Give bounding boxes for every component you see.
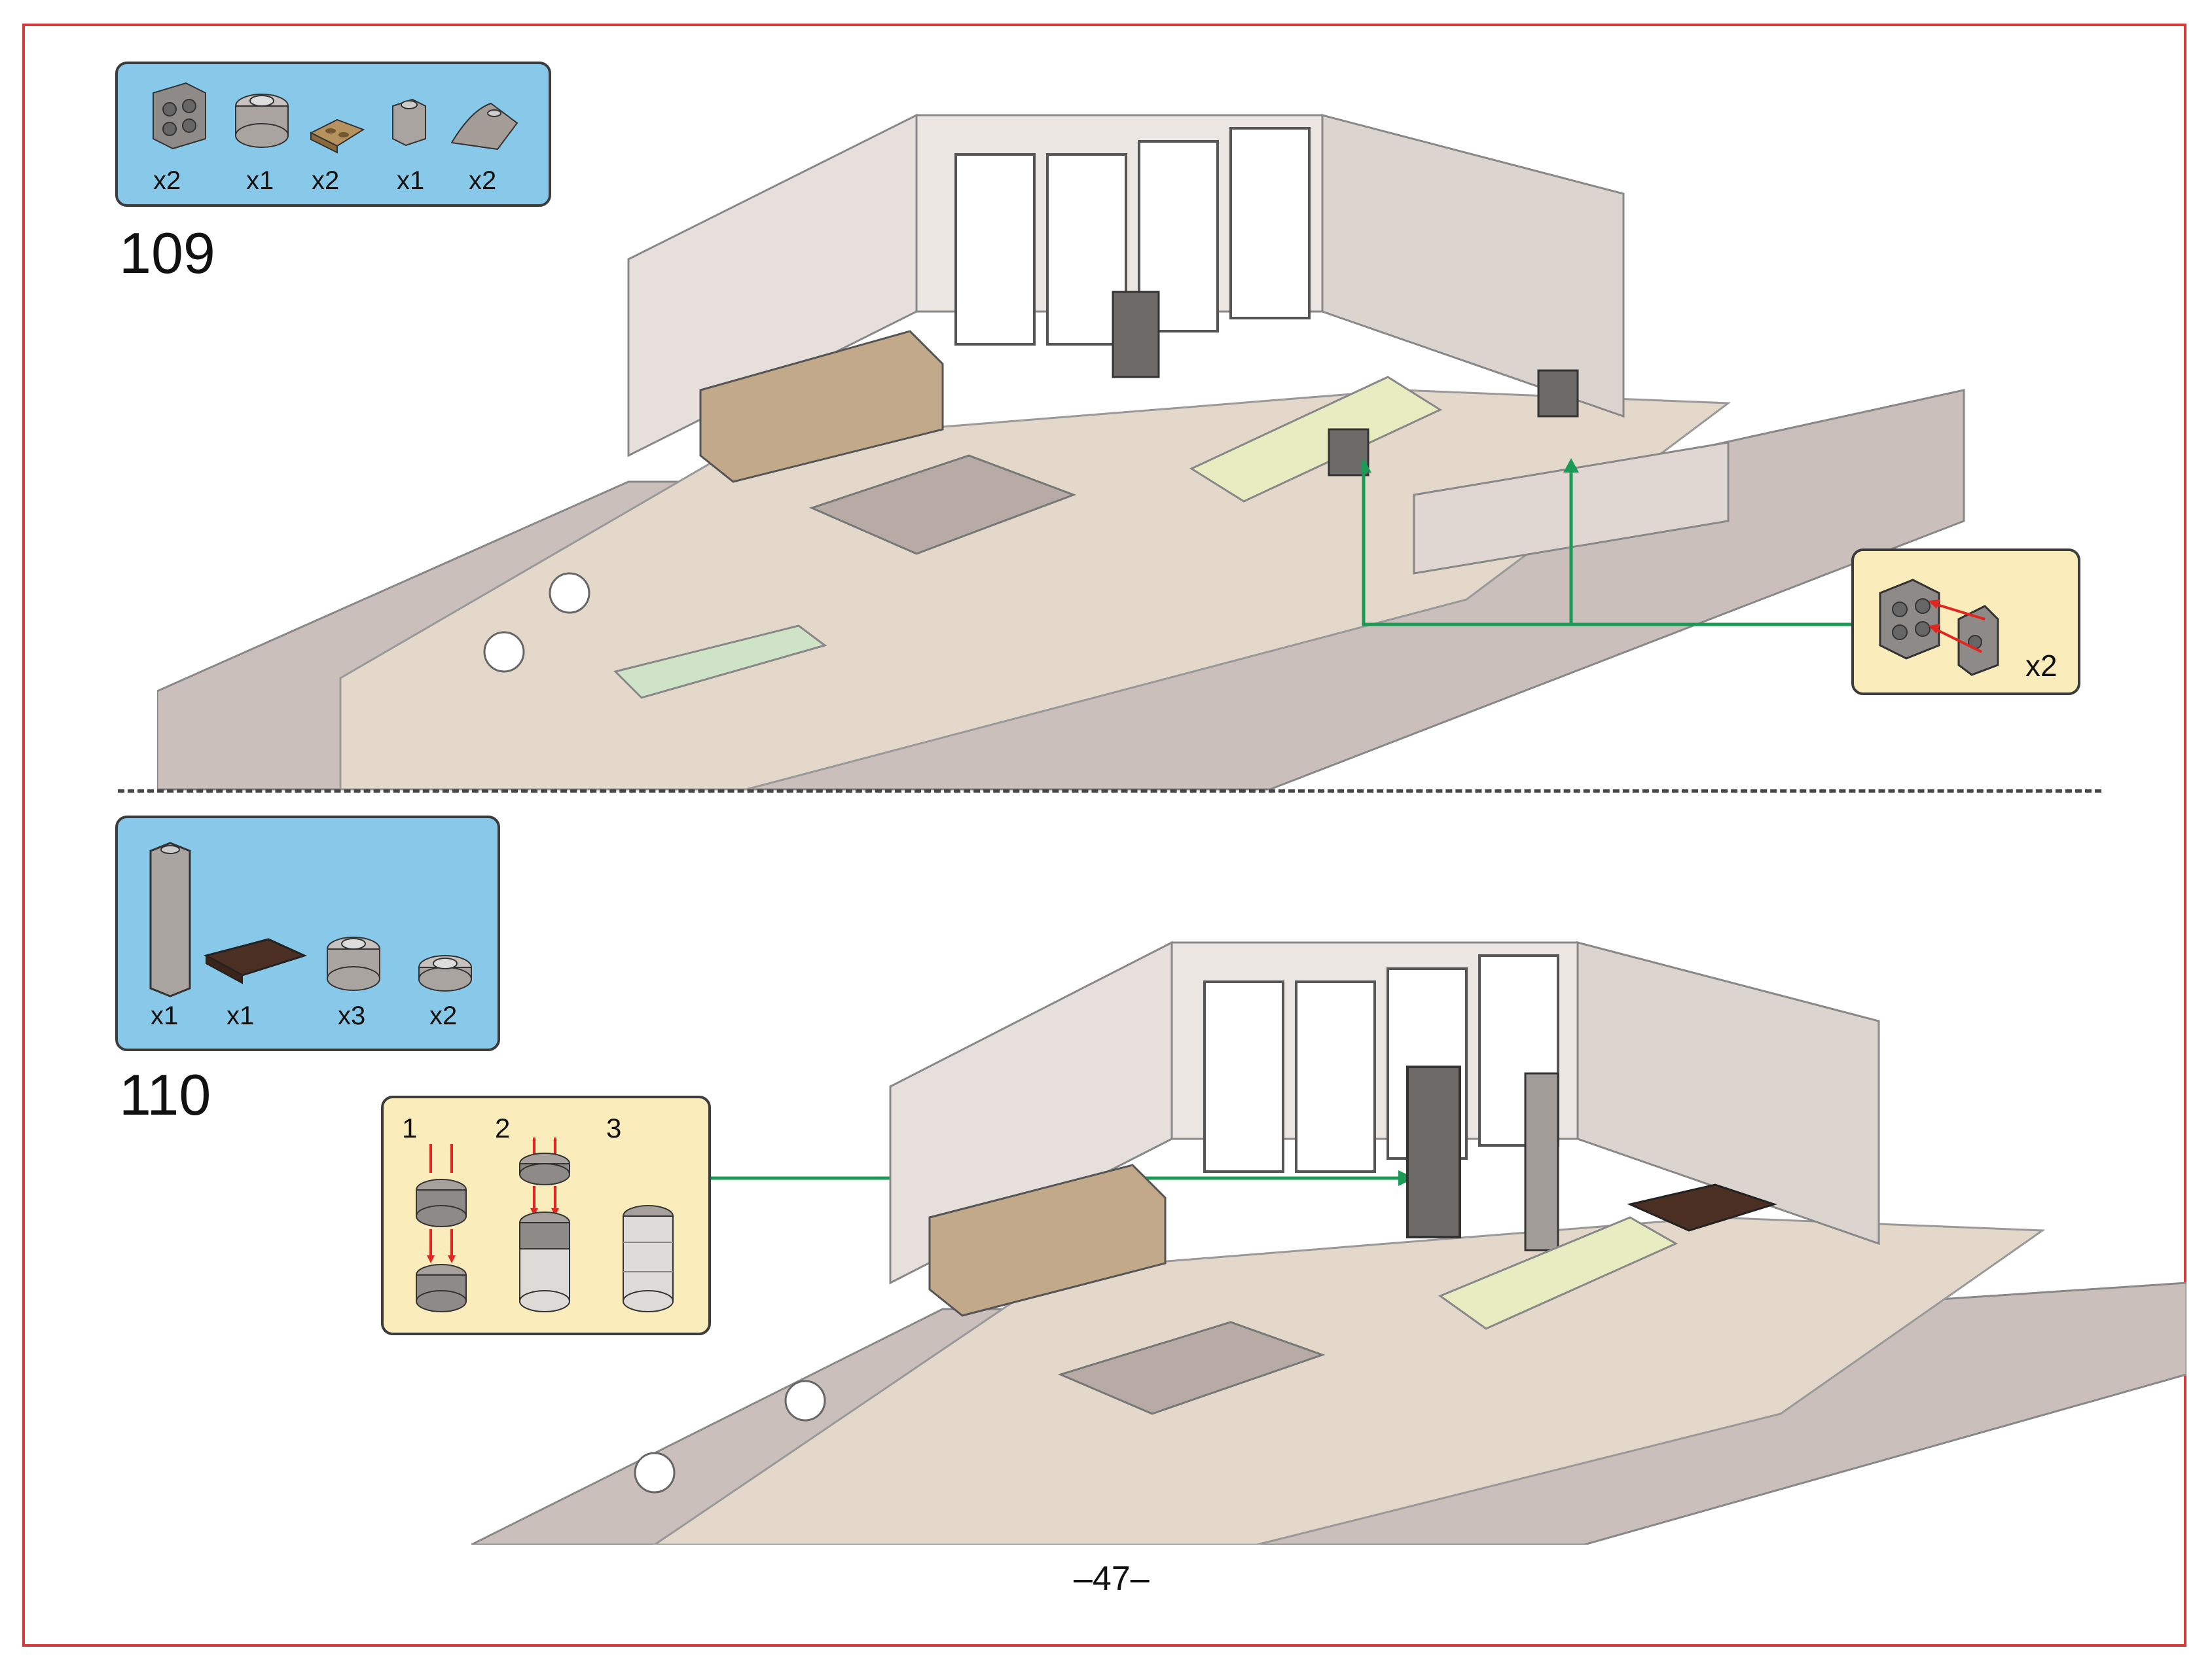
brick-2x2-vertical-dark-gray-icon — [153, 82, 206, 150]
page-number: –47– — [1074, 1560, 1150, 1598]
round-brick-2x2-gray-icon — [327, 937, 380, 991]
substep-3-label: 3 — [606, 1113, 622, 1143]
substep-2-label: 2 — [495, 1113, 511, 1143]
substep-1-label: 1 — [402, 1113, 418, 1143]
brick-1x1x6-light-gray-icon — [149, 842, 191, 997]
plate-1x2-tan-icon — [309, 118, 365, 154]
qty-label: x3 — [338, 1001, 366, 1030]
sub-assembly-callout-step-110: 1 2 3 — [381, 1096, 711, 1335]
parts-list-step-110: x1 x1 x3 x2 — [115, 816, 500, 1051]
brick-1x1-light-gray-icon — [392, 98, 426, 147]
round-plate-2x2-gray-icon — [418, 955, 472, 992]
qty-label: x1 — [397, 166, 425, 195]
qty-label: x1 — [151, 1001, 179, 1030]
qty-label: x2 — [429, 1001, 458, 1030]
round-brick-2x2-light-gray-icon — [235, 94, 289, 148]
tile-2x4-dark-brown-icon — [203, 938, 308, 984]
qty-label: x2 — [312, 166, 340, 195]
step-divider — [118, 789, 2101, 793]
build-scene-step-110 — [471, 941, 2186, 1545]
qty-label: x2 — [153, 166, 181, 195]
page-border — [22, 24, 2186, 1647]
bracket-assembly-icon — [1879, 579, 1999, 676]
guide-lines-step-109 — [1362, 458, 1853, 626]
sub-assembly-callout-step-109: x2 — [1851, 548, 2080, 695]
qty-label: x2 — [469, 166, 497, 195]
qty-label: x1 — [246, 166, 274, 195]
slope-curved-gray-icon — [450, 102, 518, 151]
qty-label: x2 — [2025, 649, 2058, 683]
build-scene-step-109 — [157, 113, 1965, 791]
qty-label: x1 — [227, 1001, 255, 1030]
step-number-110: 110 — [119, 1062, 211, 1127]
column-assembly-icon — [416, 1138, 674, 1312]
parts-list-step-109: x2 x1 x2 x1 x2 — [115, 62, 551, 207]
step-number-109: 109 — [119, 221, 215, 285]
